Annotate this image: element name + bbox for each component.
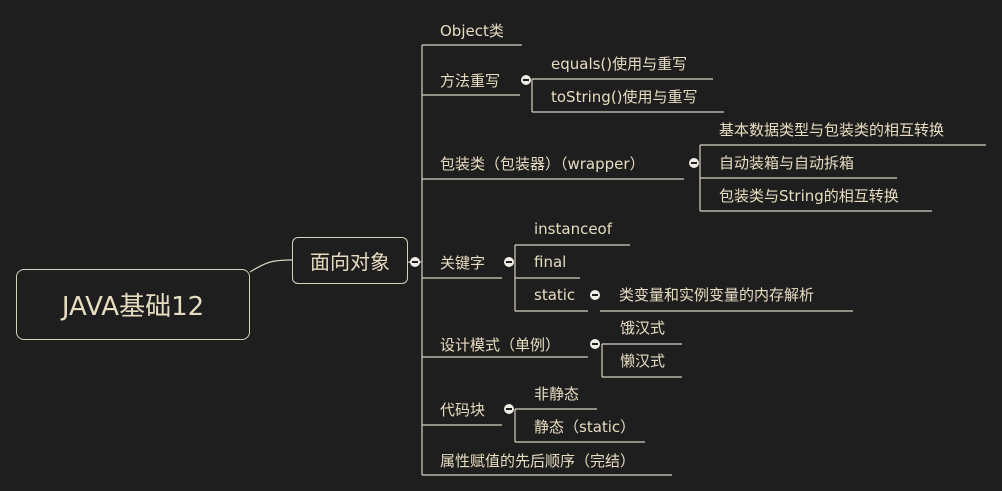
node-object-class[interactable]: Object类 [440, 22, 504, 40]
root-node[interactable]: JAVA基础12 [16, 269, 250, 340]
node-attr-order[interactable]: 属性赋值的先后顺序（完结） [440, 452, 636, 470]
node-code-block[interactable]: 代码块 [440, 401, 486, 419]
node-non-static[interactable]: 非静态 [534, 385, 580, 403]
node-keywords[interactable]: 关键字 [440, 254, 486, 272]
node-static-block[interactable]: 静态（static） [534, 418, 636, 436]
node-instanceof[interactable]: instanceof [534, 220, 613, 238]
node-wrapper-string[interactable]: 包装类与String的相互转换 [719, 187, 899, 205]
node-tostring[interactable]: toString()使用与重写 [551, 88, 698, 106]
node-static-memory[interactable]: 类变量和实例变量的内存解析 [619, 286, 815, 304]
node-wrapper[interactable]: 包装类（包装器）（wrapper） [440, 155, 645, 173]
main-topic-label: 面向对象 [310, 250, 390, 274]
override-collapse-toggle[interactable] [521, 75, 531, 85]
node-wrapper-conversion[interactable]: 基本数据类型与包装类的相互转换 [719, 121, 945, 139]
node-final[interactable]: final [534, 253, 567, 271]
node-autoboxing[interactable]: 自动装箱与自动拆箱 [719, 154, 855, 172]
main-collapse-toggle[interactable] [410, 257, 420, 267]
node-lazy[interactable]: 懒汉式 [620, 352, 666, 370]
main-topic-node[interactable]: 面向对象 [292, 237, 408, 284]
static-collapse-toggle[interactable] [590, 290, 600, 300]
node-method-override[interactable]: 方法重写 [440, 72, 501, 90]
keywords-collapse-toggle[interactable] [504, 257, 514, 267]
codeblock-collapse-toggle[interactable] [504, 404, 514, 414]
node-static[interactable]: static [534, 286, 576, 304]
node-equals[interactable]: equals()使用与重写 [551, 55, 688, 73]
wrapper-collapse-toggle[interactable] [689, 158, 699, 168]
node-singleton[interactable]: 设计模式（单例） [440, 336, 561, 354]
node-eager[interactable]: 饿汉式 [620, 319, 666, 337]
root-label: JAVA基础12 [61, 292, 205, 322]
singleton-collapse-toggle[interactable] [590, 339, 600, 349]
